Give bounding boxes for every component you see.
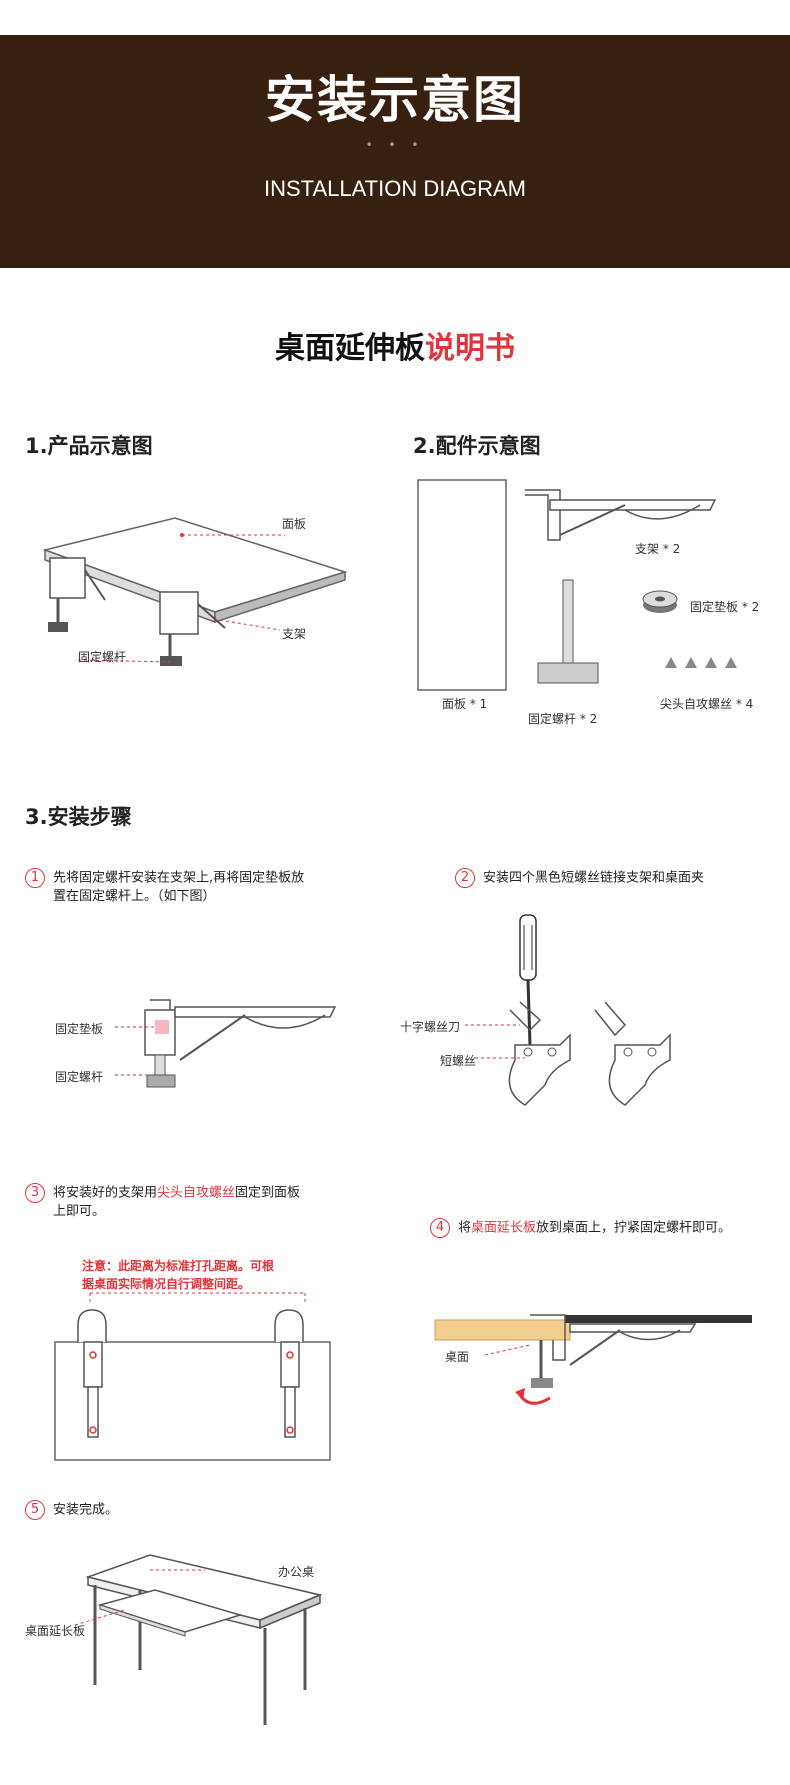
step-3-number: 3	[25, 1183, 45, 1203]
manual-title-highlight: 说明书	[425, 331, 515, 366]
step-2-text: 2 安装四个黑色短螺丝链接支架和桌面夹	[455, 868, 785, 888]
label-desk-extension: 桌面延长板	[25, 1624, 86, 1638]
step-1-line2: 置在固定螺杆上。（如下图）	[53, 889, 216, 904]
label-office-desk: 办公桌	[278, 1565, 315, 1579]
product-diagram	[42, 517, 348, 666]
step-3-diagram	[54, 1292, 331, 1461]
step-3-note: 注意：此距离为标准打孔距离。可根 据桌面实际情况自行调整间距。	[82, 1257, 274, 1293]
step-2-diagram	[465, 914, 671, 1106]
step-5-text: 5 安装完成。	[25, 1500, 355, 1520]
label-pad-count: 固定垫板 * 2	[690, 600, 760, 614]
step-4-text-b: 放到桌面上，拧紧固定螺杆即可。	[536, 1220, 732, 1236]
label-panel: 面板	[282, 517, 307, 531]
section-3-title: 3.安装步骤	[25, 805, 132, 829]
section-1-title: 1.产品示意图	[25, 434, 153, 458]
step-1-line1: 先将固定螺杆安装在支架上,再将固定垫板放	[53, 870, 305, 886]
banner-subtitle: INSTALLATION DIAGRAM	[263, 176, 526, 201]
label-tapping-screw-count: 尖头自攻螺丝 * 4	[660, 697, 754, 711]
label-panel-count: 面板 * 1	[442, 697, 488, 711]
step-3-line2: 上即可。	[53, 1204, 106, 1219]
step-5-line: 安装完成。	[53, 1502, 119, 1518]
step-1-number: 1	[25, 868, 45, 888]
manual-title: 桌面延伸板说明书	[0, 323, 790, 367]
section-2-title: 2.配件示意图	[413, 434, 541, 458]
banner-title: 安装示意图	[265, 71, 525, 129]
label-short-screw: 短螺丝	[440, 1054, 477, 1068]
label-step1-pad: 固定垫板	[55, 1022, 104, 1036]
step-5-number: 5	[25, 1500, 45, 1520]
step-4-text-a: 将	[458, 1220, 472, 1236]
header-banner	[0, 35, 790, 268]
step-4-text-highlight: 桌面延长板	[471, 1220, 537, 1236]
step-4-diagram	[434, 1314, 752, 1405]
step-1-diagram	[115, 999, 337, 1088]
parts-diagram	[417, 479, 737, 691]
banner-dots: • • •	[365, 138, 425, 152]
label-step1-screw: 固定螺杆	[55, 1070, 104, 1084]
step-4-number: 4	[430, 1218, 450, 1238]
label-screw-count: 固定螺杆 * 2	[528, 712, 598, 726]
step-3-text-b: 固定到面板	[235, 1185, 301, 1201]
label-screwdriver: 十字螺丝刀	[400, 1020, 461, 1034]
step-3-text-highlight: 尖头自攻螺丝	[157, 1185, 236, 1201]
step-5-diagram	[74, 1554, 323, 1725]
step-2-number: 2	[455, 868, 475, 888]
step-1-text: 1 先将固定螺杆安装在支架上,再将固定垫板放 置在固定螺杆上。（如下图）	[25, 868, 355, 906]
step-3-text-a: 将安装好的支架用	[53, 1185, 158, 1201]
step-3-text: 3 将安装好的支架用尖头自攻螺丝固定到面板 上即可。	[25, 1183, 355, 1221]
step-2-line: 安装四个黑色短螺丝链接支架和桌面夹	[483, 870, 705, 886]
label-bracket-count: 支架 * 2	[635, 542, 681, 556]
step-3-note-line1: 注意：此距离为标准打孔距离。可根	[82, 1259, 275, 1273]
label-bracket: 支架	[282, 627, 307, 641]
manual-title-main: 桌面延伸板	[275, 331, 425, 366]
label-fixing-screw: 固定螺杆	[78, 650, 127, 664]
label-desk: 桌面	[445, 1350, 470, 1364]
step-3-note-line2: 据桌面实际情况自行调整间距。	[82, 1277, 251, 1291]
